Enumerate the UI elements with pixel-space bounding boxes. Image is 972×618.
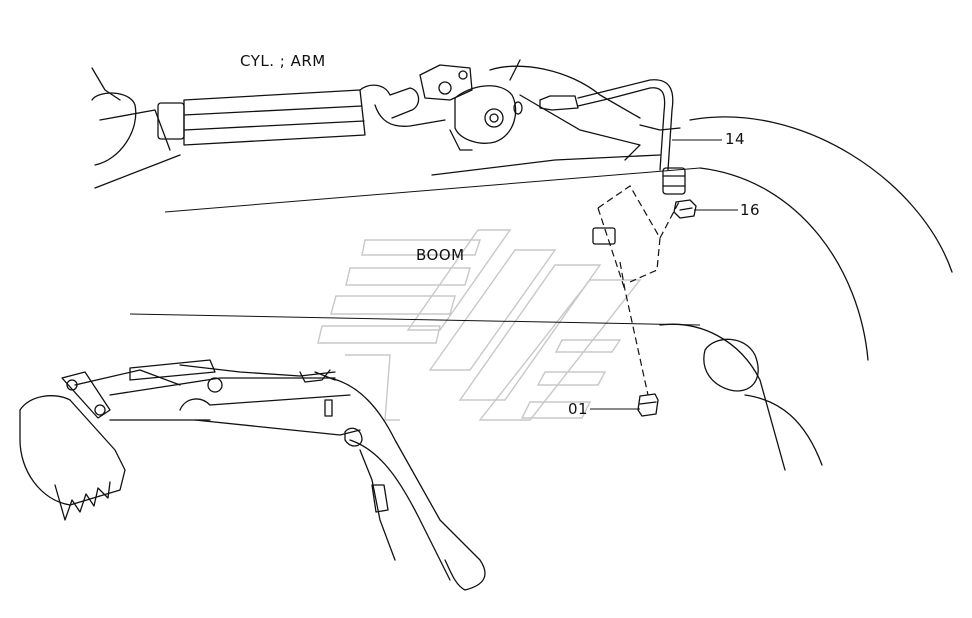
nipple-01 — [637, 393, 659, 417]
reference-lines — [129, 167, 701, 326]
arm-cylinder-label: CYL. ; ARM — [240, 52, 326, 70]
callout-14: 14 — [725, 130, 746, 148]
fitting-16 — [673, 199, 697, 219]
excavator-overview — [19, 359, 486, 591]
machine-outline — [659, 116, 953, 471]
callout-01: 01 — [568, 400, 589, 418]
arm-cylinder-detail — [91, 59, 686, 195]
watermark-logo — [317, 229, 642, 421]
boom-label: BOOM — [416, 246, 465, 264]
callout-16: 16 — [740, 201, 761, 219]
assembly-dashed-box — [592, 185, 681, 396]
leader-lines — [590, 139, 738, 410]
